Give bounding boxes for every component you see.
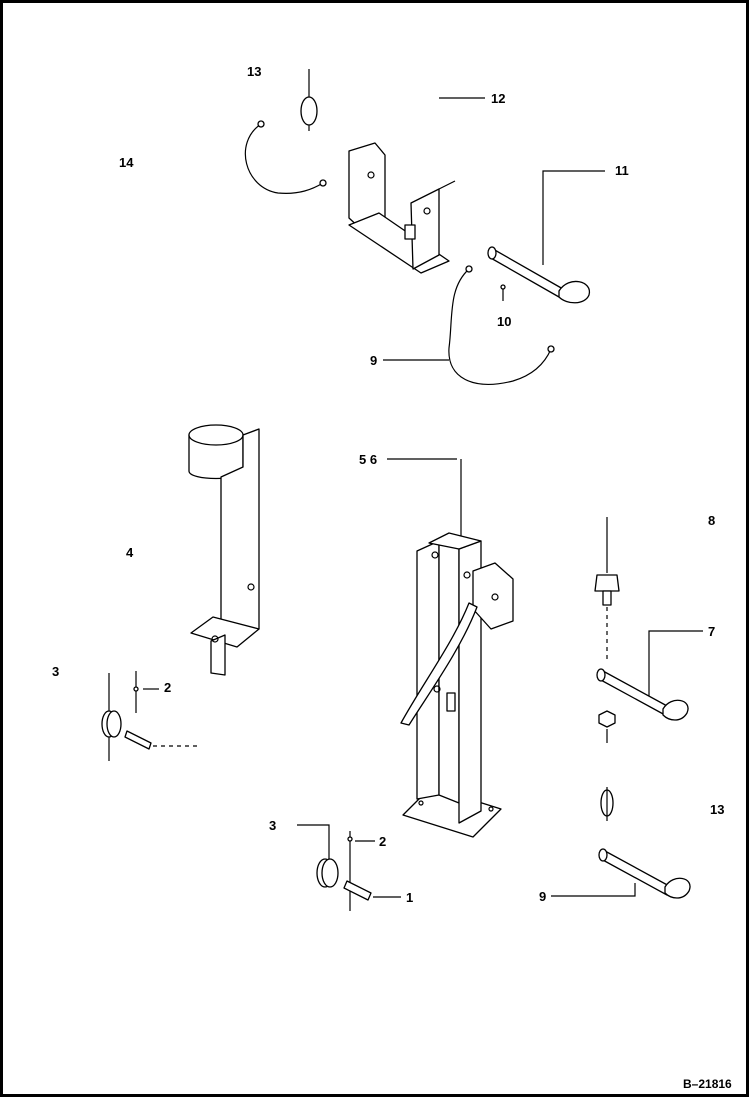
callout-10: 10: [497, 314, 512, 329]
lynch-pin-13-top: [244, 69, 327, 194]
callout-1: 1: [406, 890, 414, 905]
holder-4: [188, 424, 260, 676]
callout-12: 12: [491, 91, 506, 106]
callout-13: 13: [247, 64, 262, 79]
callout-2: 2: [164, 680, 172, 695]
callout-4: 4: [126, 545, 134, 560]
callout-11: 11: [615, 163, 629, 178]
callout-13: 13: [710, 802, 725, 817]
pulley-assembly-center: [297, 824, 401, 911]
exploded-parts-diagram: [101, 69, 703, 911]
lanyard-9-10: [383, 265, 555, 385]
callout-8: 8: [708, 513, 716, 528]
callout-7: 7: [708, 624, 716, 639]
lynch-pin-13-bottom: [600, 787, 614, 821]
callout-3: 3: [269, 818, 277, 833]
callout-3: 3: [52, 664, 60, 679]
callout-9: 9: [539, 889, 547, 904]
jack-stand-5-6: [387, 458, 514, 838]
pin-7: [596, 630, 703, 743]
callout-5-6: 5 6: [359, 452, 378, 467]
bolt-8: [594, 517, 620, 663]
figure-id: B–21816: [683, 1077, 732, 1091]
bracket-12: [348, 97, 485, 274]
callout-14: 14: [119, 155, 134, 170]
pin-11: [487, 170, 605, 304]
callout-2: 2: [379, 834, 387, 849]
pulley-assembly-left: [101, 671, 199, 761]
callout-9: 9: [370, 353, 378, 368]
pin-9-bottom: [551, 848, 691, 899]
